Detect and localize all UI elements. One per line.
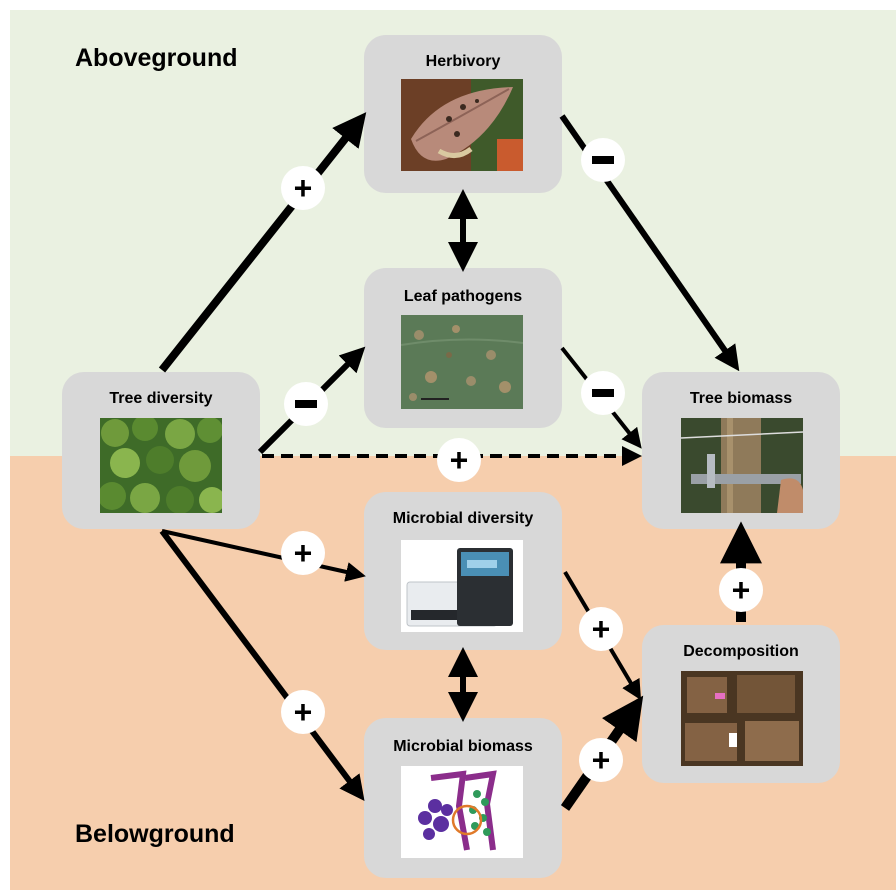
sign-minus-herbivory-treebiomass — [581, 138, 625, 182]
aboveground-label: Aboveground — [75, 44, 238, 72]
node-leaf-pathogens: Leaf pathogens — [364, 268, 562, 428]
node-leaf-pathogens-title: Leaf pathogens — [403, 288, 523, 305]
node-microbial-diversity-title: Microbial diversity — [392, 510, 534, 527]
belowground-label: Belowground — [75, 820, 235, 848]
arrow-treediv-microbialbiomass — [159, 529, 365, 802]
node-tree-biomass-title: Tree biomass — [689, 390, 793, 407]
node-decomposition-title: Decomposition — [683, 643, 799, 660]
svg-text:+: + — [592, 611, 611, 647]
leaf-pathogen-image — [401, 315, 523, 409]
trunk-caliper-image — [681, 418, 803, 513]
svg-text:+: + — [294, 535, 313, 571]
node-tree-diversity-title: Tree diversity — [109, 390, 213, 407]
node-microbial-biomass-title: Microbial biomass — [393, 738, 533, 755]
node-decomposition: Decomposition — [642, 625, 840, 783]
litter-bags-image — [681, 671, 803, 766]
sign-plus-microbialbiomass-decomposition: + — [579, 738, 623, 782]
node-microbial-diversity: Microbial diversity — [364, 492, 562, 650]
node-tree-diversity: Tree diversity — [62, 372, 260, 529]
sign-plus-treediv-herbivory: + — [281, 166, 325, 210]
node-tree-biomass: Tree biomass — [642, 372, 840, 529]
arrow-treediv-herbivory — [158, 112, 367, 373]
sign-plus-decomposition-treebiomass: + — [719, 568, 763, 612]
node-microbial-biomass: Microbial biomass — [364, 718, 562, 878]
sequencer-machine-image — [401, 540, 523, 632]
svg-text:+: + — [294, 170, 313, 206]
herbivory-leaf-image — [401, 79, 523, 171]
node-herbivory: Herbivory — [364, 35, 562, 193]
svg-text:+: + — [592, 742, 611, 778]
svg-text:+: + — [294, 694, 313, 730]
sign-minus-treediv-leafpathogens — [284, 382, 328, 426]
forest-canopy-image — [100, 418, 222, 513]
sign-plus-treediv-microbialbiomass: + — [281, 690, 325, 734]
node-herbivory-title: Herbivory — [425, 53, 501, 70]
svg-text:+: + — [450, 442, 469, 478]
svg-text:+: + — [732, 572, 751, 608]
microbial-cells-illustration — [401, 766, 523, 858]
sign-plus-microbialdiv-decomposition: + — [579, 607, 623, 651]
sign-plus-treediv-microbialdiv: + — [281, 531, 325, 575]
arrow-treediv-microbialdiv — [161, 529, 366, 582]
sign-minus-leafpathogens-treebiomass — [581, 371, 625, 415]
sign-plus-treediv-treebiomass: + — [437, 438, 481, 482]
